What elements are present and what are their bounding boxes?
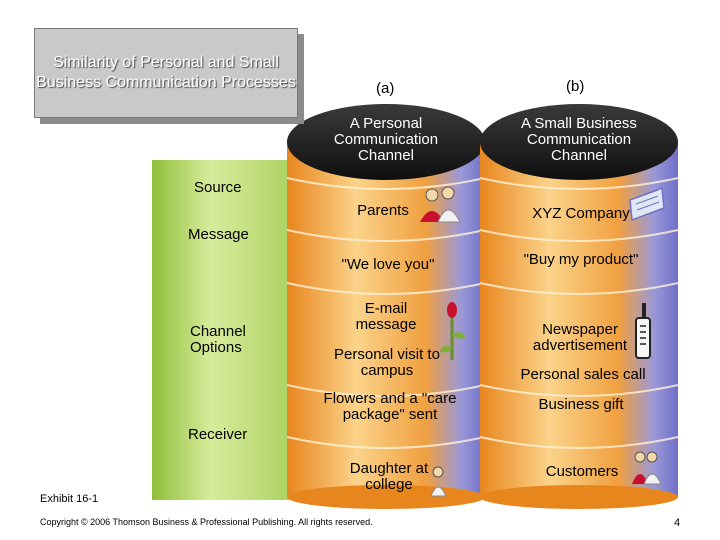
cell-a-channel-1: E-mail message: [355, 300, 417, 333]
title-box: Similarity of Personal and Small Busines…: [34, 28, 298, 118]
cell-b-channel-2: Personal sales call: [520, 366, 646, 383]
row-label-message: Message: [188, 226, 249, 243]
cell-b-receiver: Customers: [545, 463, 619, 480]
customers-icon: [632, 451, 662, 485]
column-a-tag: (a): [376, 80, 395, 97]
column-b-tag: (b): [566, 78, 585, 95]
left-band: [152, 160, 300, 500]
diagram-title: Similarity of Personal and Small Busines…: [36, 54, 296, 91]
column-a-header: A Personal Communication Channel: [333, 115, 439, 164]
rose-icon: [440, 302, 466, 360]
page-number: 4: [674, 517, 681, 529]
parents-icon: [420, 186, 461, 223]
cell-b-channel-3: Business gift: [538, 396, 624, 413]
row-label-receiver: Receiver: [188, 426, 248, 443]
row-label-channel-options: Channel Options: [190, 323, 246, 356]
row-label-source: Source: [194, 179, 242, 196]
cell-a-channel-2: Personal visit to campus: [334, 346, 440, 379]
cell-b-source: XYZ Company: [532, 205, 630, 222]
cell-a-message: "We love you": [341, 256, 435, 273]
cell-b-message: "Buy my product": [523, 251, 639, 268]
company-building-icon: [629, 186, 665, 222]
cylinder-b: [479, 104, 679, 509]
cell-b-channel-1: Newspaper advertisement: [532, 321, 628, 354]
column-b-header: A Small Business Communication Channel: [521, 115, 637, 164]
exhibit-label: Exhibit 16-1: [40, 493, 99, 505]
copyright-text: Copyright © 2006 Thomson Business & Prof…: [40, 517, 373, 527]
daughter-icon: [430, 466, 447, 497]
cell-a-source: Parents: [357, 202, 409, 219]
cell-a-channel-3: Flowers and a "care package" sent: [323, 390, 457, 423]
cell-a-receiver: Daughter at college: [349, 460, 429, 493]
newspaper-icon: [635, 303, 651, 359]
